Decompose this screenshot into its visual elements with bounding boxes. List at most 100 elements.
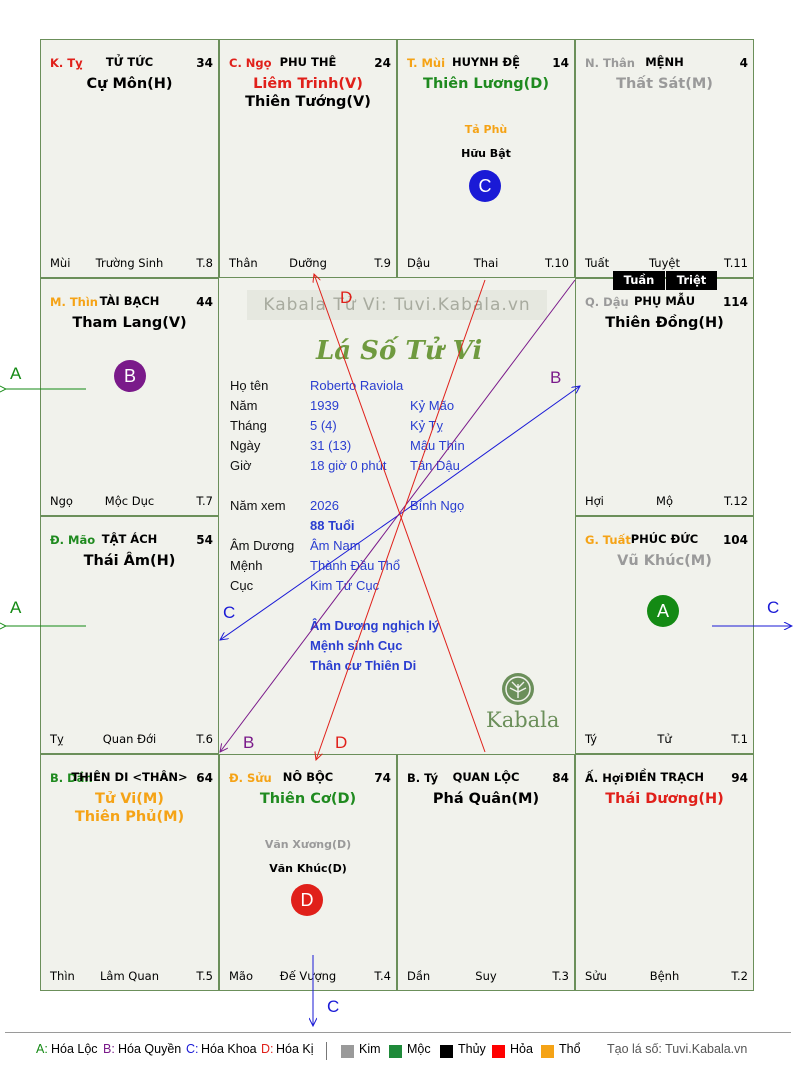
letter-c-right: C [767, 598, 780, 617]
circle-b: B [114, 360, 146, 392]
palace-branch: G. Tuất [585, 533, 631, 547]
palace-bottom-right: T.1 [731, 732, 748, 746]
palace-bottom-middle: Tuyệt [649, 256, 680, 270]
palace-bottom-left: Ngọ [50, 494, 73, 508]
palace-bottom-left: Dậu [407, 256, 431, 270]
label-thang: Tháng [230, 418, 267, 433]
value-thang: 5 (4) [310, 418, 337, 433]
legend-kim: Kim [359, 1042, 381, 1056]
palace-number: 104 [722, 533, 748, 547]
main-star-1: Thiên Cơ(D) [259, 791, 357, 807]
main-star-1: Liêm Trinh(V) [253, 76, 363, 92]
main-star-1: Thái Dương(H) [605, 791, 724, 807]
palace-house: TÀI BẠCH [99, 294, 160, 308]
palace-house: QUAN LỘC [452, 770, 520, 784]
value-ngay: 31 (13) [310, 438, 352, 453]
legend-bar: A: Hóa Lộc B: Hóa Quyền C: Hóa Khoa D: H… [0, 1030, 796, 1070]
legend-d-key: D: [261, 1042, 274, 1056]
legend-hoa: Hỏa [510, 1042, 533, 1056]
value-tuoi: 88 Tuổi [310, 518, 355, 533]
circle-a: A [647, 595, 679, 627]
tuan-badge: Tuần [613, 271, 665, 290]
value-nam: 1939 [310, 398, 339, 413]
value-nam-can: Kỷ Mão [410, 398, 455, 413]
palace-house: HUYNH ĐỆ [451, 55, 521, 69]
palace-bottom-left: Mão [229, 969, 254, 983]
letter-b-top: B [550, 368, 562, 387]
main-star-1: Thái Âm(H) [83, 553, 176, 569]
legend-c-text: Hóa Khoa [201, 1042, 257, 1056]
palace-number: 114 [722, 295, 748, 309]
swatch-tho [541, 1045, 554, 1058]
chart-brand-title: Lá Số Tử Vi [316, 336, 483, 366]
palace-number: 34 [196, 56, 213, 70]
circle-c: C [469, 170, 501, 202]
palace-bottom-middle: Mộc Dục [104, 494, 155, 508]
label-gio: Giờ [230, 458, 252, 473]
value-menh: Thành Đầu Thổ [310, 558, 401, 573]
letter-b-bottom: B [243, 733, 255, 752]
main-star-2: Thiên Phủ(M) [74, 809, 185, 825]
palace-branch: Q. Dậu [585, 295, 629, 309]
palace-house: TẬT ÁCH [101, 532, 158, 546]
palace-bottom-right: T.12 [724, 494, 748, 508]
main-star-1: Tử Vi(M) [95, 791, 164, 807]
value-am-duong: Âm Nam [310, 538, 361, 553]
palace-bottom-right: T.3 [552, 969, 569, 983]
palace-bottom-right: T.4 [374, 969, 391, 983]
main-star-1: Cự Môn(H) [86, 76, 173, 92]
palace-bottom-right: T.11 [724, 256, 748, 270]
legend-b-text: Hóa Quyền [118, 1042, 182, 1056]
palace-branch: C. Ngọ [229, 56, 272, 70]
palace-bottom-middle: Bệnh [649, 969, 680, 983]
minor-star-1: Văn Xương(D) [264, 838, 352, 851]
legend-site[interactable]: Tạo lá số: Tuvi.Kabala.vn [607, 1042, 748, 1056]
palace-bottom-right: T.5 [196, 969, 213, 983]
palace-branch: Đ. Mão [50, 533, 96, 547]
letter-d-bottom: D [335, 733, 348, 752]
palace-number: 14 [552, 56, 569, 70]
label-ngay: Ngày [230, 438, 261, 453]
palace-number: 84 [552, 771, 569, 785]
value-ngay-can: Mậu Thìn [410, 438, 465, 453]
palace-house: PHỤ MẪU [633, 294, 696, 308]
palace-bottom-left: Dần [407, 969, 431, 983]
label-cuc: Cục [230, 578, 254, 593]
letter-c-center: C [223, 603, 236, 622]
palace-bottom-middle: Đế Vượng [279, 969, 337, 983]
legend-thuy: Thủy [458, 1042, 486, 1056]
swatch-thuy [440, 1045, 453, 1058]
note-than-cu: Thân cư Thiên Di [310, 658, 417, 673]
palace-bottom-middle: Thai [473, 256, 499, 270]
value-ho-ten: Roberto Raviola [310, 378, 404, 393]
palace-bottom-middle: Dưỡng [289, 256, 327, 270]
label-nam-xem: Năm xem [230, 498, 286, 513]
value-thang-can: Kỷ Tỵ [410, 418, 443, 433]
value-gio-can: Tân Dậu [410, 458, 460, 473]
palace-house: PHU THÊ [279, 55, 337, 69]
palace-bottom-middle: Lâm Quan [100, 969, 159, 983]
main-star-1: Phá Quân(M) [432, 791, 540, 807]
swatch-hoa [492, 1045, 505, 1058]
site-watermark: Kabala Tử Vi: Tuvi.Kabala.vn [247, 290, 547, 320]
palace-house: MỆNH [645, 55, 684, 69]
value-nam-xem: 2026 [310, 498, 339, 513]
palace-bottom-middle: Tử [657, 732, 672, 746]
palace-house: TỬ TỨC [105, 55, 154, 69]
label-ho-ten: Họ tên [230, 378, 269, 393]
legend-tho: Thổ [559, 1042, 581, 1056]
note-menh-cuc: Mệnh sinh Cục [310, 638, 403, 653]
palace-bottom-right: T.6 [196, 732, 213, 746]
